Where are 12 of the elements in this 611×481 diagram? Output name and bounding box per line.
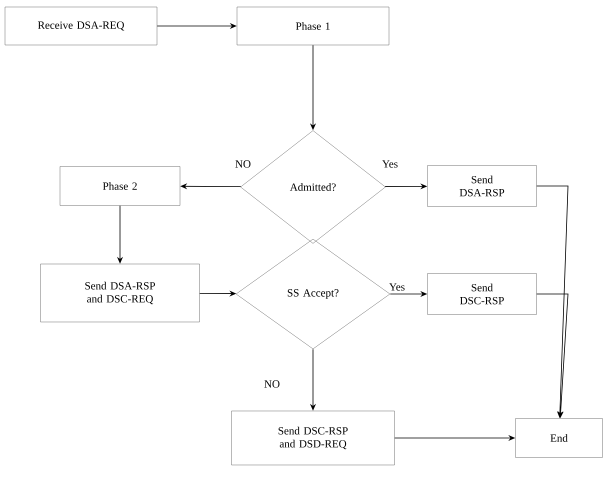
process-box: End [515,418,603,458]
process-box: Phase 1 [236,6,390,46]
process-box: Send DSA-RSP [427,165,537,207]
edge-label: NO [235,160,250,168]
edge-label: Yes [389,283,405,291]
process-box: Send DSA-RSP and DSC-REQ [40,264,200,322]
process-box: Send DSC-RSP and DSD-REQ [231,410,395,466]
process-box: Send DSC-RSP [427,273,537,315]
edge-label: Yes [382,160,398,168]
process-box: Phase 2 [60,166,180,206]
process-box: Receive DSA-REQ [4,6,158,46]
edge-label: NO [264,380,280,388]
